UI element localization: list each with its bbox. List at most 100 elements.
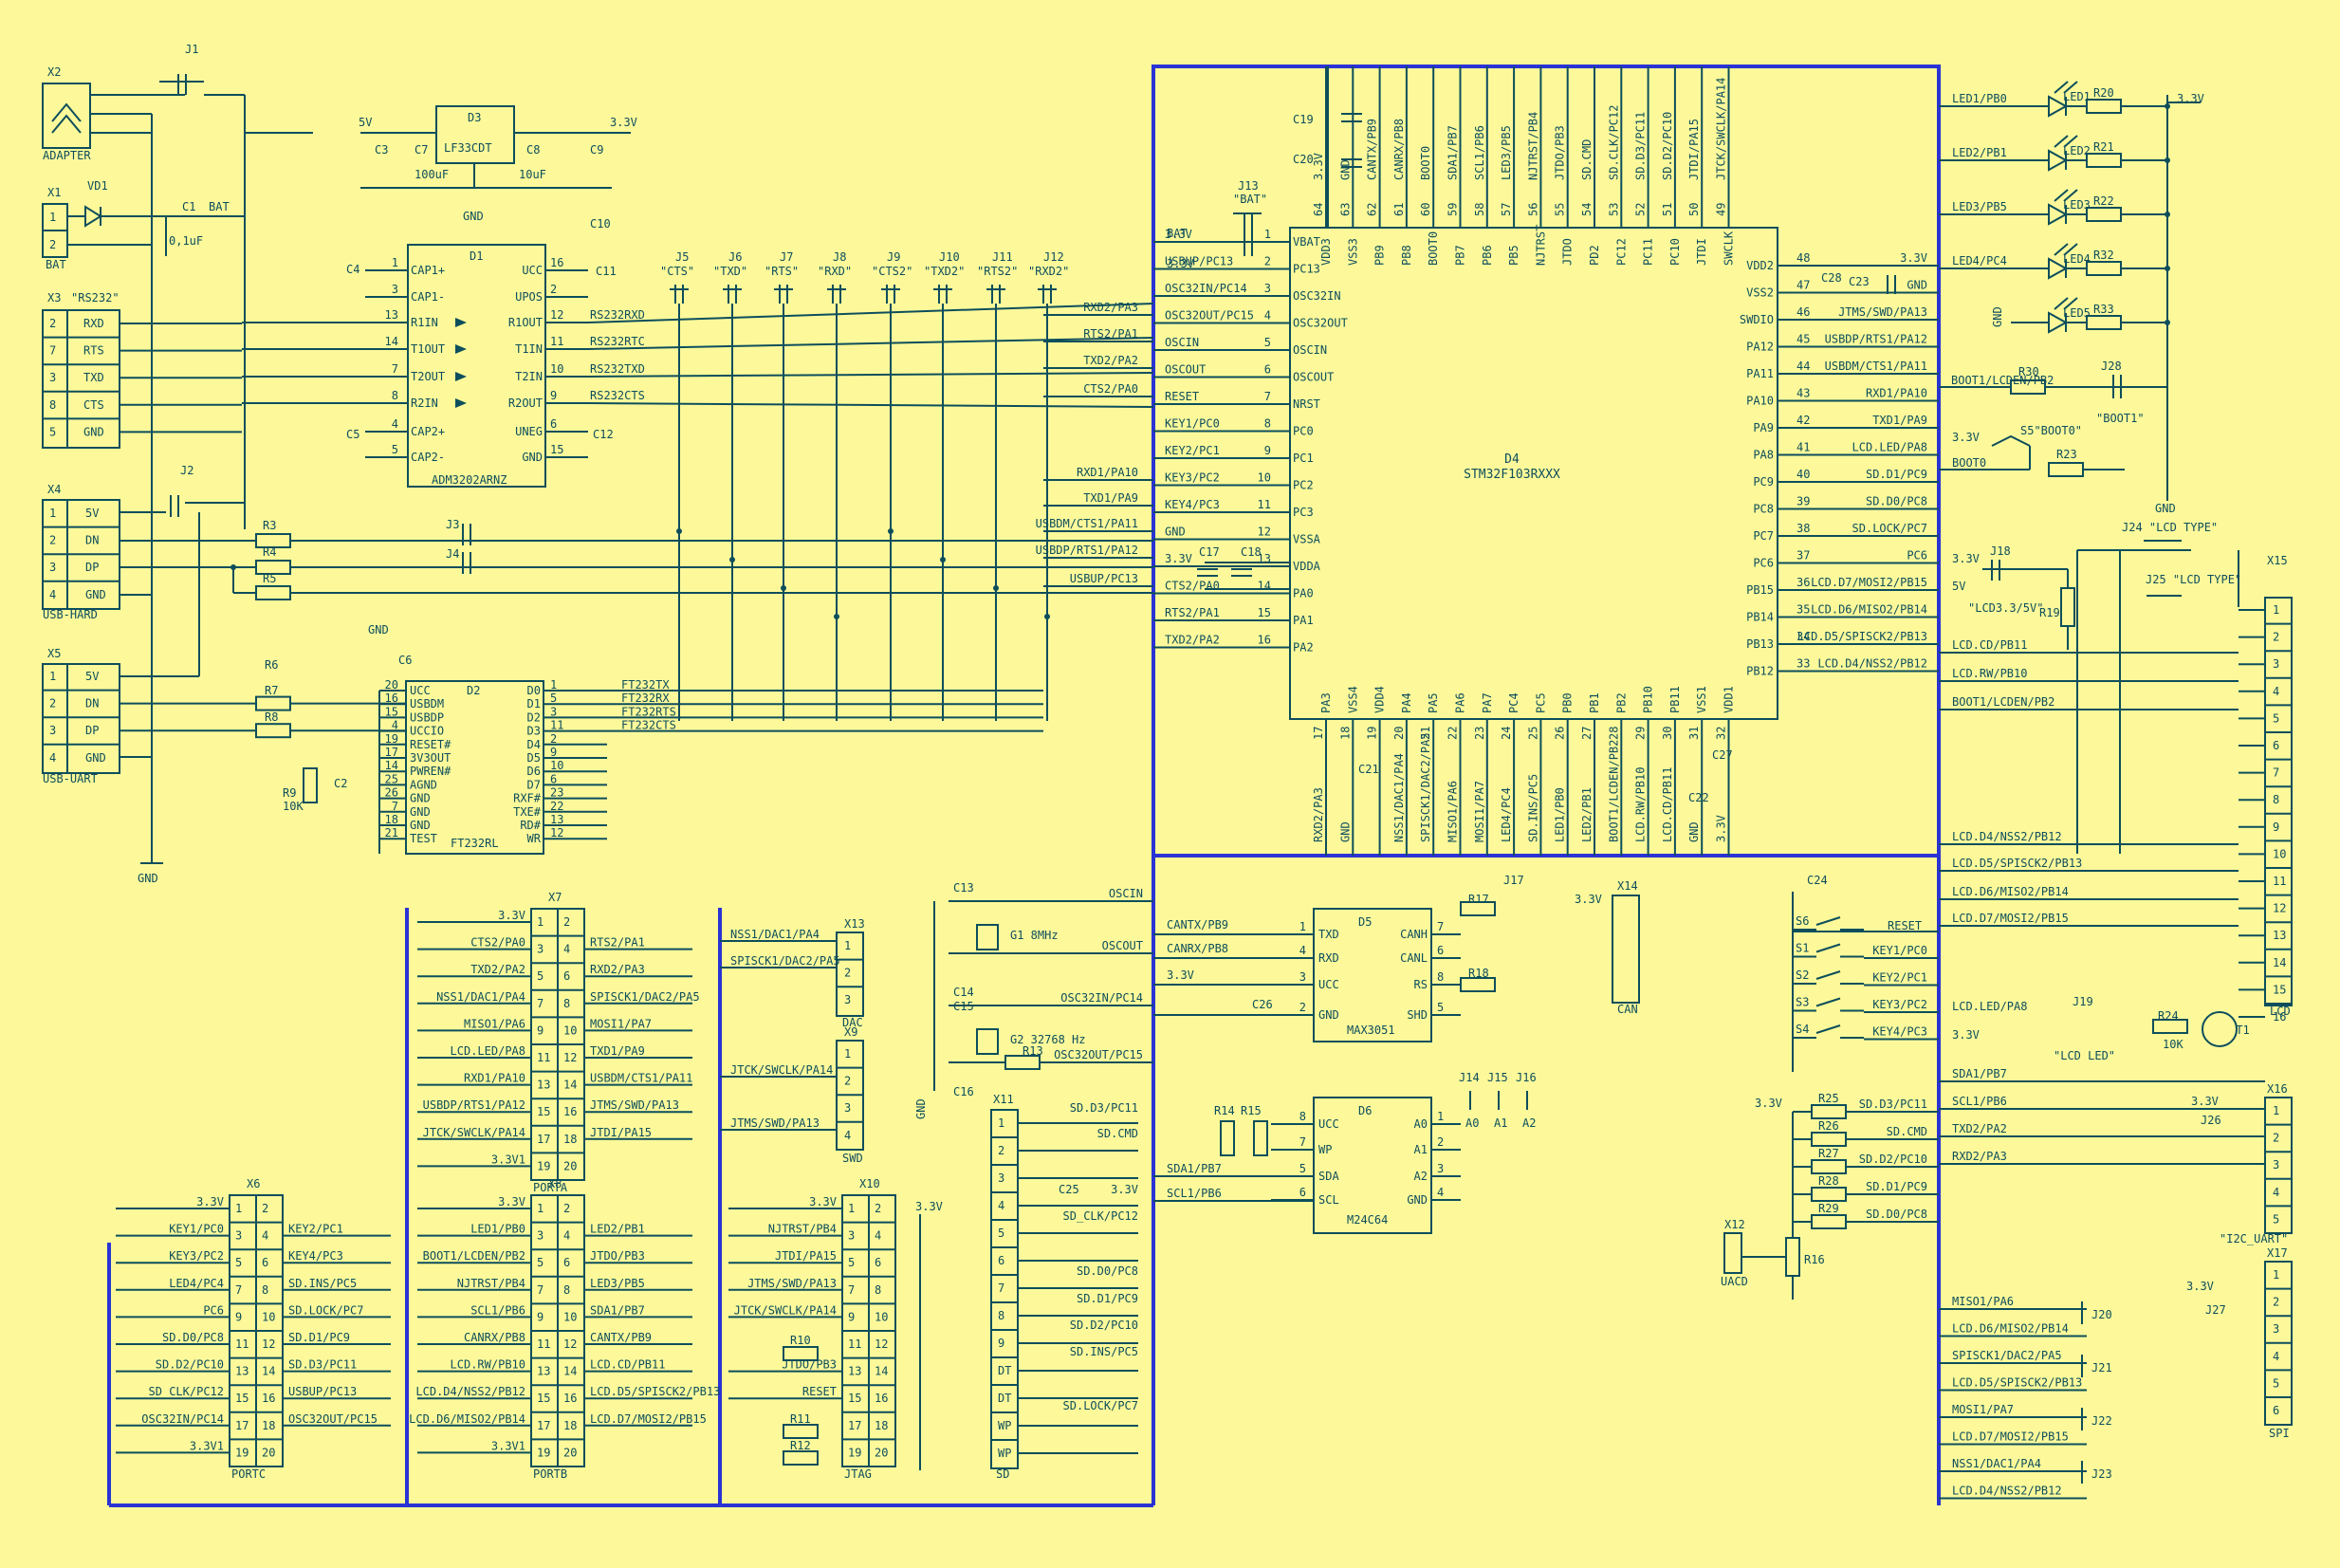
porta-pin-num: 20 (563, 1159, 577, 1172)
porta-pin-num: 15 (537, 1105, 550, 1118)
jtag-pin-num: 18 (875, 1419, 888, 1432)
junction (888, 528, 894, 534)
porta-pin-num: 6 (563, 969, 570, 983)
r5-label: R5 (263, 572, 276, 585)
sdpull-net: SD.CMD (1887, 1125, 1927, 1138)
left-uart-net: RXD1/PA10 (1077, 466, 1138, 479)
c14-label: C14 (953, 986, 974, 999)
x17-net: NSS1/DAC1/PA4 (1952, 1457, 2041, 1470)
mcu-pin-num: 60 (1419, 203, 1432, 216)
mcu-pin-name: VSS1 (1695, 686, 1708, 713)
x2-adapter: X2 ADAPTER (42, 65, 185, 162)
mcu-left-net: OSC32IN/PC14 (1165, 282, 1247, 295)
left-uart-net: TXD2/PA2 (1083, 354, 1138, 367)
ftdi-pin-name: USBDP (410, 710, 444, 724)
porta-pin-num: 9 (537, 1024, 544, 1037)
mcu-pin-name: VDD1 (1723, 686, 1736, 713)
bus-frames (107, 65, 1941, 1507)
mcu-pin-name: PC1 (1293, 452, 1314, 465)
d1-pin-num: 6 (550, 417, 557, 431)
mcu-right-net: SD.D0/PC8 (1866, 495, 1927, 508)
uart-jumper-label: "TXD" (713, 265, 747, 278)
mcu-pin-name: PB2 (1614, 692, 1628, 713)
mcu-pin-num: 32 (1715, 727, 1728, 740)
x17-pin-num: 2 (2273, 1296, 2279, 1309)
sdpull-net: SD.D2/PC10 (1859, 1153, 1927, 1166)
ftdi-pin-num: 25 (385, 772, 398, 785)
x17-net: LCD.D5/SPISCK2/PB13 (1952, 1376, 2082, 1390)
lcd-pin-num: 1 (2273, 603, 2279, 617)
j24-label: J24 "LCD TYPE" (2122, 521, 2218, 534)
portc-pin-num: 1 (235, 1202, 242, 1215)
boot-gnd: GND (2155, 502, 2176, 515)
portb-pin-num: 2 (563, 1202, 570, 1215)
spi-jumper: J20 (2091, 1308, 2112, 1321)
d1-pin-name: R2IN (411, 397, 438, 410)
porta-left-net: 3.3V (498, 909, 525, 922)
j18-name: "LCD3.3/5V" (1968, 601, 2043, 615)
ftdi-pin-name: UCC (410, 684, 431, 697)
uart-jumper-label: "RXD" (818, 265, 852, 278)
portc-pin-num: 6 (262, 1256, 268, 1269)
ee-pin-name: SDA (1318, 1170, 1339, 1183)
led-net: LED2/PB1 (1952, 146, 2007, 159)
d1-pin-name: CAP1- (411, 290, 445, 304)
x17-net: LCD.D6/MISO2/PB14 (1952, 1322, 2069, 1336)
ftdi-pin-num: 15 (385, 705, 398, 718)
mcu-left-net: OSCIN (1165, 336, 1199, 349)
mcu-pin-num: 30 (1661, 727, 1674, 740)
x1-pin1: 1 (49, 211, 56, 224)
ftdi-pin-name: D4 (527, 738, 541, 751)
x16-pin-num: 4 (2273, 1186, 2279, 1199)
portb-pin-num: 18 (563, 1419, 577, 1432)
mcu-top-net: SD.CMD (1580, 139, 1594, 180)
d1-pin-num: 14 (385, 335, 398, 348)
porta-ref: X7 (548, 891, 562, 904)
x16-pin-num: 3 (2273, 1158, 2279, 1171)
j28-name: "BOOT1" (2096, 412, 2145, 425)
mcu-pin-name: PB13 (1746, 637, 1774, 651)
ftdi-pin-name: D2 (527, 710, 541, 724)
mcu-top-net: JTDI/PA15 (1687, 119, 1701, 180)
j19-name: "LCD LED" (2054, 1049, 2115, 1062)
switch-blade (1815, 1024, 1841, 1034)
left-uart-net: CTS2/PA0 (1083, 382, 1138, 396)
x9-pin-num: 2 (844, 1075, 851, 1088)
x11-pin-num: DT (998, 1364, 1011, 1377)
can-pin-name: RS (1414, 978, 1428, 991)
ftdi-pin-num: 5 (550, 692, 557, 705)
mcu-bottom-pins: 17PA3RXD2/PA318VSS4GND19VDD420PA4NSS1/DA… (1312, 686, 1736, 856)
x3-pin-name: RTS (83, 344, 104, 358)
c16-label: C16 (953, 1085, 974, 1098)
g1-label: G1 8MHz (1010, 929, 1059, 942)
d6-ref: D6 (1358, 1104, 1372, 1117)
lcd-pin-num: 4 (2273, 685, 2279, 698)
junction (993, 585, 999, 591)
c17-label: C17 (1199, 545, 1220, 559)
x12-ref: X12 (1724, 1218, 1745, 1231)
mcu-pin-num: 4 (1264, 309, 1271, 323)
x11-ref: X11 (993, 1093, 1014, 1106)
d1-net-wire (587, 337, 1154, 350)
lcd-pin-num: 5 (2273, 711, 2279, 725)
c12-label: C12 (593, 428, 614, 441)
uart-jumper-ref: J9 (887, 250, 900, 264)
d1-pin-num: 15 (550, 443, 563, 456)
spi-x17: X17SPI3.3VJ27123456MISO1/PA6LCD.D6/MISO2… (1939, 1246, 2293, 1500)
r13-res (1004, 1055, 1041, 1070)
portb-left-net: NJTRST/PB4 (457, 1277, 525, 1290)
left-uart-net: RTS2/PA1 (1083, 327, 1138, 341)
lcd-nets: LCD.CD/PB11LCD.RW/PB10BOOT1/LCDEN/PB2LCD… (1939, 638, 2239, 927)
porta-left-net: 3.3V1 (491, 1153, 525, 1166)
sdpull-res (1811, 1159, 1847, 1174)
d1-pin-num: 1 (392, 256, 398, 269)
jtag-left-net: NJTRST/PB4 (768, 1223, 837, 1236)
ftdi-net: FT232TX (621, 678, 670, 692)
mcu-pin-num: 46 (1796, 305, 1810, 319)
j13-label: "BAT" (1233, 193, 1267, 206)
jtag-pin-num: 11 (848, 1337, 861, 1351)
